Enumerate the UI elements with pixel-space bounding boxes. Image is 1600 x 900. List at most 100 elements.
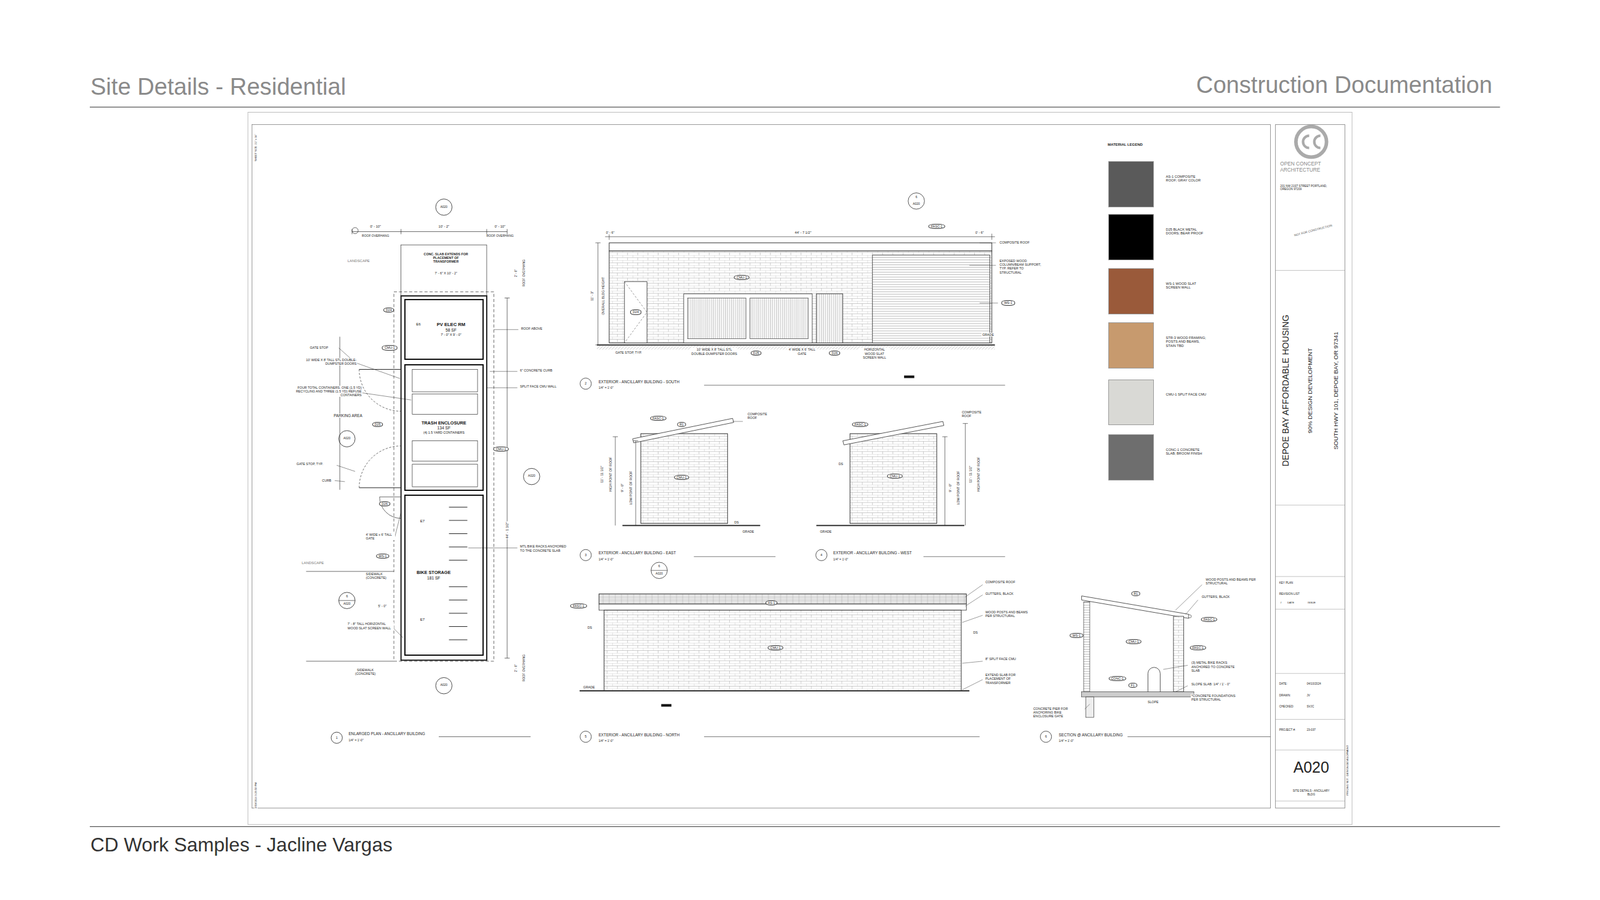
tag-bubble: D25 — [750, 350, 762, 356]
note-label: 44' - 7 1/2" — [794, 230, 813, 235]
enlarged-plan — [305, 198, 540, 744]
note-label: 0' - 6" — [974, 230, 985, 235]
note-label: ROOF ABOVE — [520, 326, 544, 331]
drawing-line — [694, 556, 776, 557]
note-label: SLOPE — [1147, 700, 1160, 704]
drawing-line — [523, 468, 541, 485]
note-label: EXTEND SLAB FOR PLACEMENT OF TRANSFORMER — [984, 673, 1032, 685]
note-label: WOOD POSTS AND BEAMS PER STRUCTURAL — [984, 610, 1032, 618]
drawing-line — [412, 393, 478, 415]
note-label: A020 — [654, 572, 664, 576]
note-label: SECTION @ ANCILLARY BUILDING — [1058, 732, 1124, 738]
drawing-line — [1188, 614, 1192, 618]
drawing-line — [379, 497, 402, 519]
west-elevation — [816, 421, 1006, 561]
note-label: Construction Documentation — [1195, 71, 1493, 99]
note-label: 6" CONCRETE CURB — [519, 368, 562, 373]
note-label: 7' - 6" X 10' - 2" — [433, 271, 458, 276]
note-label: GATE STOP — [308, 345, 329, 350]
note-label: 7' - 8" TALL HORIZONTAL WOOD SLAT SCREEN… — [347, 622, 395, 630]
drawing-line — [1083, 602, 1090, 693]
note-label: GATE STOP, TYP. — [296, 462, 324, 466]
drawing-line — [331, 732, 343, 744]
note-label: SVJC — [1305, 705, 1315, 709]
drawing-line — [1314, 136, 1321, 149]
note-label: CURB — [321, 478, 332, 483]
drawing-line — [339, 600, 356, 602]
drawing-line — [704, 385, 1005, 386]
note-label: 4' WIDE X 6' TALL GATE — [787, 347, 817, 356]
drawing-line — [816, 549, 828, 561]
drawing-line — [688, 297, 747, 339]
note-label: A020 — [1292, 758, 1330, 777]
note-label: ENLARGED PLAN - ANCILLARY BUILDING — [347, 731, 426, 736]
drawing-line — [1040, 731, 1052, 743]
note-label: SPLIT FACE CMU WALL — [519, 384, 562, 389]
drawing-line — [660, 704, 672, 708]
note-label: A020 — [912, 203, 921, 207]
note-label: 1/4" = 1'-0" — [598, 739, 615, 744]
note-label: 4' WIDE x 6' TALL GATE — [365, 532, 396, 541]
tag-bubble: CMU-1 — [382, 345, 398, 351]
drawing-line — [359, 369, 402, 488]
note-label: EXTERIOR - ANCILLARY BUILDING - SOUTH — [598, 379, 680, 384]
drawing-line — [816, 524, 965, 527]
note-label: CONCRETE PIER FOR ANCHORING BIKE ENCLOSU… — [1032, 707, 1084, 719]
note-label: ROOF OVERHANG — [361, 234, 390, 239]
drawing-line — [580, 549, 592, 561]
note-label: 23-037 — [1305, 728, 1316, 732]
note-label: 2 — [584, 381, 588, 386]
drawing-line — [1084, 584, 1203, 709]
room-note: 7' - 0" X 9' - 0" — [439, 332, 463, 337]
drawing-line — [580, 378, 592, 390]
note-label: GRADE — [981, 332, 995, 337]
note-label: 0' - 6" — [605, 230, 616, 235]
drawing-line — [604, 610, 962, 692]
drawing-line — [872, 255, 991, 344]
note-label: 8" SPLIT FACE CMU — [984, 657, 1022, 661]
drawing-line — [352, 227, 359, 234]
note-label: A020 — [439, 683, 448, 688]
material-swatch — [1108, 268, 1155, 315]
note-label: 1/4" = 1'-0" — [598, 558, 615, 562]
vertical-label: LOW POINT OF ROOF — [956, 470, 960, 506]
room-name: TRASH ENCLOSURE — [420, 420, 468, 426]
tag-bubble: FASC-1 — [1189, 645, 1207, 651]
drawing-line — [1081, 692, 1194, 698]
tag-bubble: FASC-1 — [649, 416, 667, 421]
note-label: (3) METAL BIKE RACKS ANCHORED TO CONCRET… — [1190, 660, 1239, 672]
room-box: BIKE STORAGE181 SF — [404, 494, 484, 656]
note-label: A020 — [342, 436, 352, 441]
drawing-line — [435, 677, 453, 695]
note-label: SIDEWALK (CONCRETE) — [349, 668, 382, 676]
note-label: HORIZONTAL WOOD SLAT SCREEN WALL — [858, 347, 891, 359]
note-label: GUTTERS, BLACK — [984, 592, 1022, 596]
note-label: DS — [838, 462, 844, 466]
note-label: COMPOSITE ROOF — [747, 412, 777, 420]
note-label: ISSUE — [1307, 601, 1317, 605]
page-frame — [89, 107, 1501, 827]
note-label: E7 — [419, 617, 426, 622]
tag-bubble: R1 — [1131, 591, 1141, 597]
note-label: 1/4" = 1'-0" — [832, 558, 849, 562]
legend-text: AS-1 COMPOSITE ROOF; GRAY COLOR — [1165, 174, 1208, 183]
note-label: 1/4" = 1'-0" — [598, 386, 615, 391]
note-label: A020 — [439, 205, 448, 210]
drawing-line — [942, 423, 968, 526]
note-label: CONC. SLAB EXTENDS FOR PLACEMENT OF TRAN… — [420, 252, 472, 264]
note-label: GRADE — [582, 685, 596, 690]
legend-text: CONC-1 CONCRETE SLAB; BROOM FINISH — [1165, 448, 1208, 456]
tag-bubble: FASC-1 — [852, 422, 869, 428]
tag-bubble: D24 — [383, 307, 395, 313]
drawing-line — [908, 193, 925, 210]
vertical-label: 11' - 3" — [590, 290, 594, 302]
tag-bubble: CONC-1 — [1108, 676, 1127, 682]
note-label: 0' - 10" — [494, 224, 506, 229]
room-box: PV ELEC RM58 SF7' - 0" X 9' - 0" — [404, 299, 484, 360]
note-label: 04/10/2024 — [1305, 682, 1322, 686]
note-label: GUTTERS, BLACK — [1201, 595, 1239, 599]
note-label: 1 — [335, 736, 339, 740]
drawing-line — [1275, 270, 1346, 802]
note-label: OPEN CONCEPT ARCHITECTURE — [1279, 161, 1344, 173]
vertical-label: HIGH POINT OF ROOF — [976, 456, 981, 493]
